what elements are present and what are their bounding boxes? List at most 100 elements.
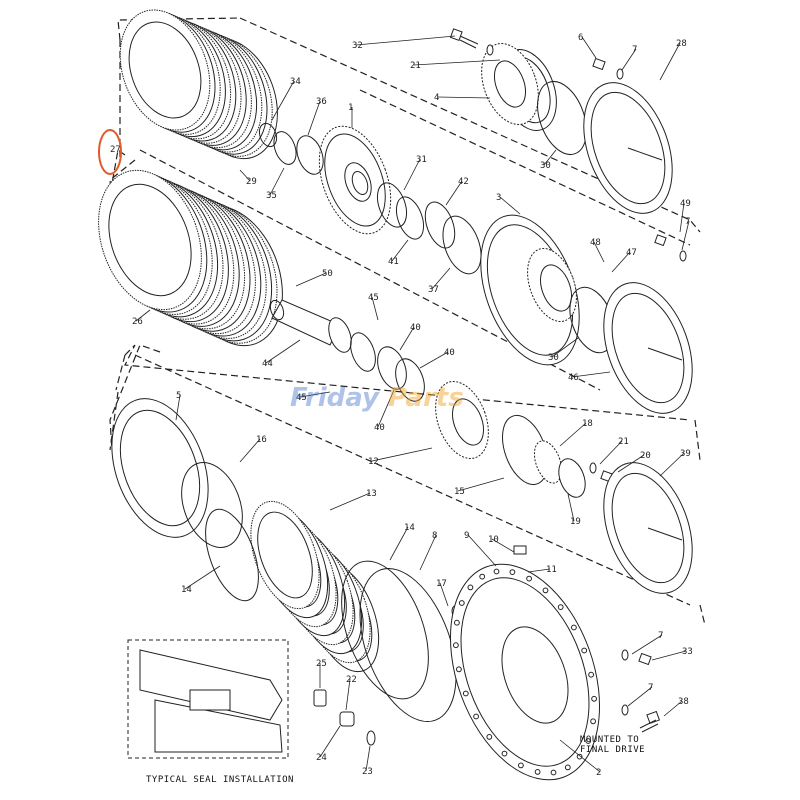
callout-10: 10 (488, 535, 499, 545)
callout-46: 46 (568, 373, 579, 383)
callout-12: 12 (368, 457, 379, 467)
callout-leader (559, 422, 587, 447)
callout-leader (371, 296, 379, 321)
callout-47: 47 (626, 248, 637, 258)
callout-38: 38 (678, 697, 689, 707)
retainer-part-19 (558, 458, 586, 498)
washer-part-21 (589, 462, 597, 474)
callout-leader (559, 739, 601, 773)
pin-part-25 (313, 689, 327, 707)
callout-leader (295, 272, 327, 287)
bolt-hole (581, 647, 588, 654)
callout-25: 25 (316, 659, 327, 669)
callout-leader (499, 196, 521, 215)
gear-hub-part-4 (481, 43, 557, 131)
bolt-hole (473, 713, 480, 720)
callout-leader (581, 36, 597, 59)
callout-leader (265, 339, 301, 364)
plate-part-5 (111, 398, 209, 538)
callout-leader (307, 100, 321, 136)
callout-34: 34 (290, 77, 301, 87)
bolt-hole (588, 671, 594, 678)
callout-3: 3 (496, 193, 501, 203)
plug-part-10 (513, 545, 527, 555)
callout-leader (593, 241, 605, 263)
callout-leader (389, 526, 409, 561)
callout-leader (403, 158, 421, 191)
callout-leader (567, 493, 575, 522)
seal-installation-inset (127, 639, 289, 759)
bolt-hole (479, 573, 486, 580)
bolt-part-32 (449, 28, 494, 56)
ring-part-35 (273, 131, 297, 165)
callout-leader (659, 42, 681, 81)
callout-leaders (135, 35, 690, 773)
callout-leader (681, 220, 690, 251)
callout-27: 27 (110, 145, 121, 155)
callout-41: 41 (388, 257, 399, 267)
ring-part-30-upper (537, 81, 587, 155)
callout-leader (175, 394, 181, 421)
callout-leader (345, 678, 351, 711)
bolt-hole (550, 769, 557, 776)
ring-part-36 (296, 135, 324, 175)
callout-8: 8 (432, 531, 437, 541)
ring-part-16 (181, 462, 243, 548)
callout-24: 24 (316, 753, 327, 763)
callout-leader (457, 477, 505, 492)
seal-caption: TYPICAL SEAL INSTALLATION (146, 775, 294, 785)
oring-part-23 (366, 730, 376, 746)
ring-part-41 (395, 196, 425, 240)
callout-leader (413, 59, 501, 66)
callout-7: 7 (632, 45, 637, 55)
callout-30: 30 (548, 353, 559, 363)
callout-22: 22 (346, 675, 357, 685)
bearing-part-18 (533, 440, 563, 484)
callout-leader (445, 180, 463, 206)
callout-49: 49 (680, 199, 691, 209)
ring-part-8 (359, 567, 457, 723)
callout-leader (627, 686, 653, 707)
callout-23: 23 (362, 767, 373, 777)
washer-part-7-lower-b (621, 704, 629, 716)
bolt-hole (456, 666, 462, 673)
callout-leader (269, 167, 285, 196)
callout-9: 9 (464, 531, 469, 541)
callout-29: 29 (246, 177, 257, 187)
bolt-hole (590, 718, 596, 725)
bolt-hole (557, 604, 564, 610)
callout-leader (679, 202, 685, 233)
callout-leader (365, 745, 371, 772)
callout-16: 16 (256, 435, 267, 445)
callout-leader (437, 96, 491, 99)
callout-45: 45 (368, 293, 379, 303)
ring-part-34 (258, 122, 278, 148)
plate-part-46 (603, 282, 693, 414)
bolt-hole (585, 738, 592, 744)
bushing-part-22 (339, 711, 355, 727)
callout-15: 15 (454, 487, 465, 497)
bolt-part-6 (592, 57, 624, 80)
callout-14: 14 (404, 523, 415, 533)
bolt-hole (454, 619, 460, 626)
callout-leader (431, 267, 451, 290)
washer-part-7-lower-a (621, 649, 629, 661)
callout-36: 36 (316, 97, 327, 107)
callout-leader (543, 149, 557, 166)
bolt-part-38 (639, 710, 661, 733)
bolt-hole (467, 584, 474, 591)
drum-part-3 (480, 214, 580, 366)
callout-7: 7 (648, 683, 653, 693)
callout-leader (319, 725, 341, 758)
callout-5: 5 (176, 391, 181, 401)
callout-leader (527, 568, 551, 573)
callout-leader (631, 634, 663, 655)
bolt-hole (571, 624, 577, 631)
bolt-hole (518, 762, 524, 769)
callout-leader (329, 492, 371, 511)
bolt-part-49 (654, 234, 687, 262)
callout-leader (467, 534, 497, 567)
bolt-hole (501, 750, 508, 757)
callout-37: 37 (428, 285, 439, 295)
callout-11: 11 (546, 565, 557, 575)
